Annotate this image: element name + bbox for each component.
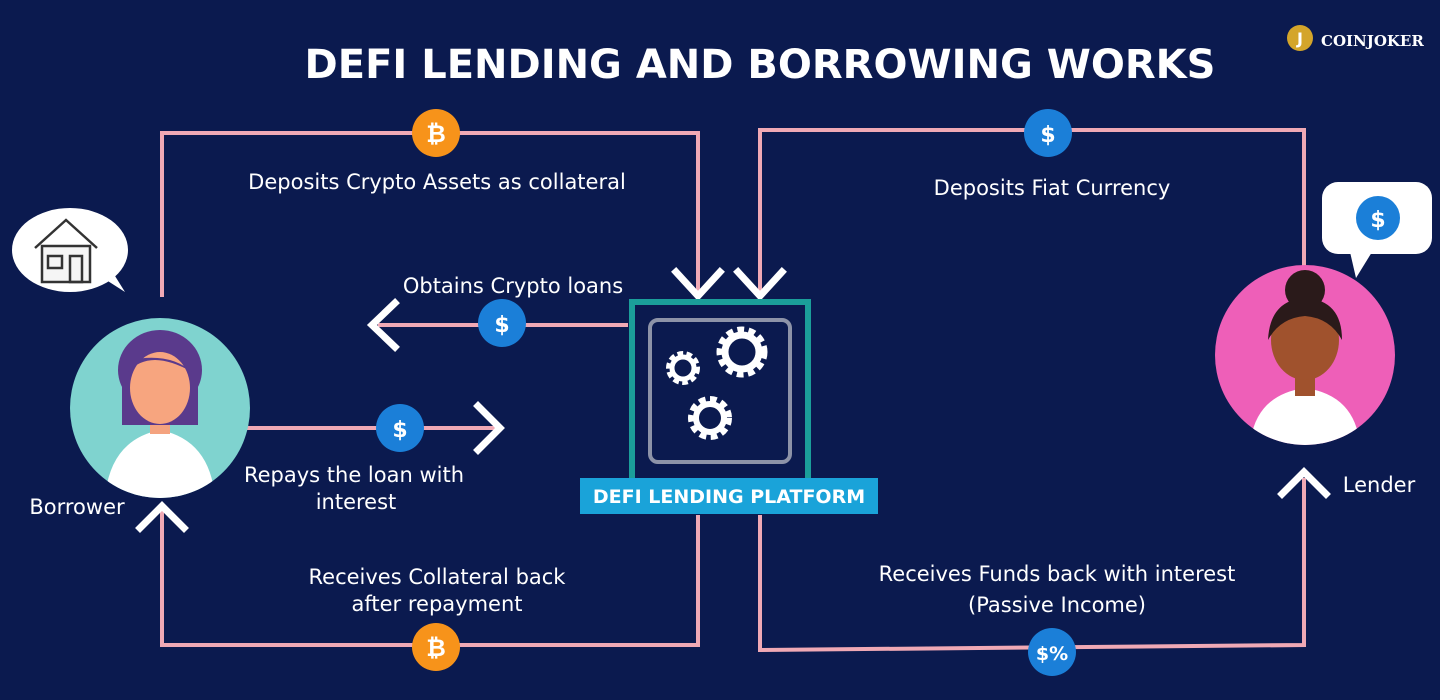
receives-funds-line2: (Passive Income) [968, 593, 1146, 617]
obtains-loans-label: Obtains Crypto loans [403, 274, 623, 298]
arrow-up-icon [1277, 467, 1331, 499]
svg-text:$%: $% [1036, 643, 1068, 665]
arrow-down-icon [733, 267, 787, 302]
arrow-down-icon [671, 267, 725, 302]
svg-text:J: J [1296, 29, 1303, 48]
lender-avatar [1215, 265, 1395, 445]
diagram-title: DEFI LENDING AND BORROWING WORKS [305, 42, 1216, 88]
deposit-fiat-line [758, 128, 1306, 292]
svg-text:$: $ [392, 418, 407, 443]
borrower-avatar [70, 318, 250, 498]
lender-label: Lender [1343, 473, 1416, 497]
coinjoker-logo: J COINJOKER [1287, 25, 1424, 51]
svg-text:₿: ₿ [426, 120, 446, 148]
percent-icon: % [1404, 207, 1426, 232]
arrow-left-icon [366, 298, 400, 352]
arrow-right-icon [473, 401, 505, 455]
gears-icon [666, 326, 768, 440]
deposit-fiat-label: Deposits Fiat Currency [934, 176, 1171, 200]
logo-coin-icon [1287, 25, 1313, 51]
bitcoin-icon: ₿ [412, 623, 460, 671]
dollar-coin-icon: $ [478, 299, 526, 347]
arrow-up-icon [135, 501, 189, 533]
dollar-coin-icon: $ [1024, 109, 1072, 157]
receives-collateral-line1: Receives Collateral back [309, 565, 567, 589]
interest-speech-bubble: $ % % [1322, 182, 1432, 278]
borrower-label: Borrower [29, 495, 125, 519]
dollar-icon: $ [1370, 208, 1385, 233]
repays-label-line2: interest [316, 490, 397, 514]
percent-icon: % [1329, 207, 1351, 232]
dollar-coin-icon: $ [376, 404, 424, 452]
svg-text:₿: ₿ [426, 634, 446, 662]
svg-text:$: $ [494, 313, 509, 338]
deposit-crypto-label: Deposits Crypto Assets as collateral [248, 170, 626, 194]
svg-text:$: $ [1040, 123, 1055, 148]
receives-collateral-line2: after repayment [352, 592, 523, 616]
dollar-percent-coin-icon: $% [1028, 628, 1076, 676]
arrows [135, 267, 1331, 533]
house-icon [34, 218, 98, 284]
bitcoin-icon: ₿ [412, 109, 460, 157]
defi-lending-platform: DEFI LENDING PLATFORM [580, 299, 878, 514]
receives-funds-line1: Receives Funds back with interest [879, 562, 1236, 586]
house-speech-bubble [12, 208, 128, 292]
repays-label-line1: Repays the loan with [244, 463, 464, 487]
logo-text: COINJOKER [1321, 32, 1424, 50]
platform-label: DEFI LENDING PLATFORM [593, 486, 865, 508]
deposit-crypto-line [160, 131, 700, 297]
